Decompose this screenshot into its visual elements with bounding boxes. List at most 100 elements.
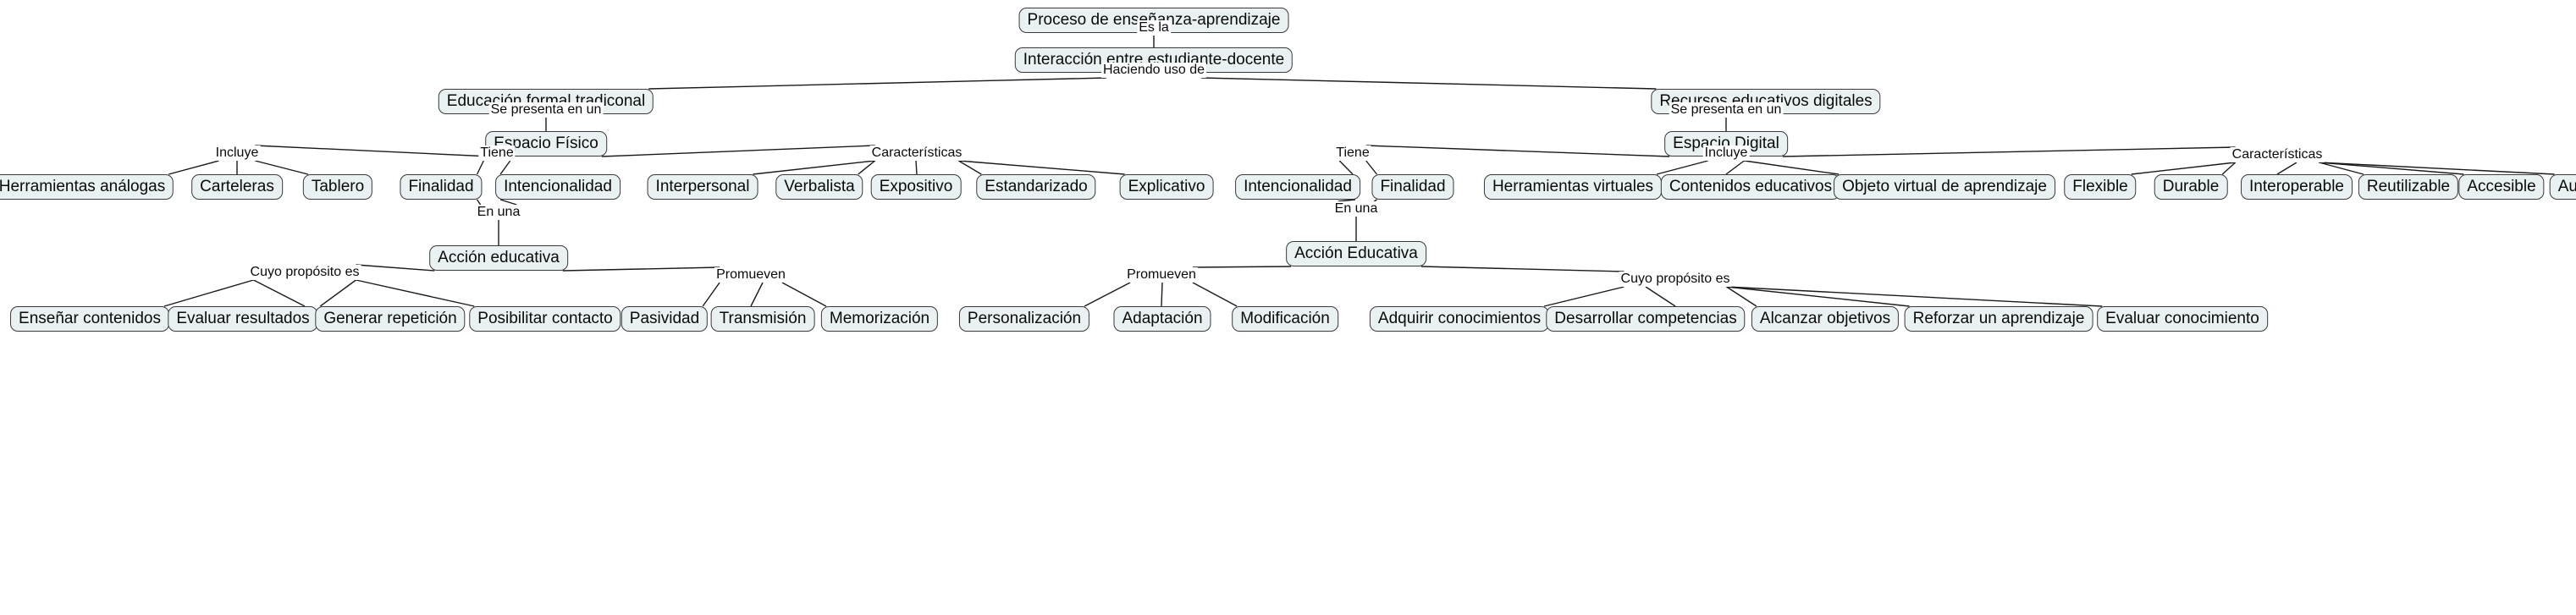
concept-edge: [601, 145, 875, 157]
concept-node-modificacion[interactable]: Modificación: [1232, 306, 1338, 332]
concept-edge: [168, 160, 219, 175]
concept-edge: [915, 160, 918, 175]
concept-edge: [562, 266, 720, 272]
edge-label-cuyo-proposito-es: Cuyo propósito es: [1619, 272, 1732, 287]
concept-node-carteleras[interactable]: Carteleras: [191, 174, 283, 200]
concept-edge: [2131, 162, 2236, 175]
concept-node-memorizacion[interactable]: Memorización: [820, 306, 939, 332]
concept-edge: [319, 279, 356, 307]
concept-node-intencionalidad[interactable]: Intencionalidad: [1235, 174, 1360, 200]
edge-label-caracteristicas: Características: [2230, 147, 2325, 162]
concept-edge: [1338, 199, 1355, 202]
concept-node-ensenar-contenidos[interactable]: Enseñar contenidos: [10, 306, 169, 332]
concept-node-intencionalidad[interactable]: Intencionalidad: [495, 174, 621, 200]
concept-node-durable[interactable]: Durable: [2154, 174, 2228, 200]
concept-edge: [958, 160, 1125, 175]
concept-node-desarrollar-competencias[interactable]: Desarrollar competencias: [1546, 306, 1746, 332]
edge-label-es-la: Es la: [1137, 20, 1171, 36]
concept-node-evaluar-conocimiento[interactable]: Evaluar conocimiento: [2097, 306, 2268, 332]
concept-edge: [781, 282, 827, 307]
concept-edge: [1782, 146, 2236, 157]
concept-node-accion-educativa[interactable]: Acción Educativa: [1286, 241, 1426, 266]
concept-edge: [1084, 282, 1131, 307]
concept-edge: [1192, 266, 1292, 268]
concept-node-adquirir-conocimientos[interactable]: Adquirir conocimientos: [1369, 306, 1550, 332]
concept-edge: [753, 160, 875, 175]
concept-edge: [1192, 282, 1238, 307]
concept-edge: [1726, 286, 2103, 307]
concept-node-accesible[interactable]: Accesible: [2458, 174, 2545, 200]
edge-label-caracteristicas: Características: [869, 146, 964, 161]
concept-edge: [499, 199, 517, 206]
concept-node-herramientas-virtuales[interactable]: Herramientas virtuales: [1483, 174, 1663, 200]
concept-edge: [499, 160, 511, 175]
concept-node-objeto-virtual-de-aprendizaje[interactable]: Objeto virtual de aprendizaje: [1834, 174, 2055, 200]
edge-label-en-una: En una: [475, 205, 522, 220]
concept-edge: [1365, 160, 1377, 175]
concept-node-verbalista[interactable]: Verbalista: [775, 174, 863, 200]
concept-edge: [1726, 286, 1757, 307]
concept-edge: [648, 77, 1106, 90]
concept-edge: [253, 279, 306, 307]
concept-node-estandarizado[interactable]: Estandarizado: [976, 174, 1096, 200]
concept-node-personalizacion[interactable]: Personalización: [958, 306, 1090, 332]
concept-edge: [2276, 162, 2297, 175]
concept-edge: [1365, 145, 1670, 157]
concept-node-contenidos-educativos[interactable]: Contenidos educativos: [1660, 174, 1841, 200]
concept-edge: [1744, 160, 1840, 175]
concept-node-pasividad[interactable]: Pasividad: [621, 306, 709, 332]
concept-edge: [750, 282, 764, 307]
concept-node-flexible[interactable]: Flexible: [2064, 174, 2137, 200]
edge-label-cuyo-proposito-es: Cuyo propósito es: [248, 265, 361, 280]
concept-edge: [476, 160, 484, 175]
edge-label-tiene: Tiene: [478, 146, 516, 161]
concept-node-interoperable[interactable]: Interoperable: [2241, 174, 2353, 200]
concept-node-adaptacion[interactable]: Adaptación: [1113, 306, 1211, 332]
concept-edge: [1420, 266, 1624, 272]
concept-edge: [255, 145, 491, 157]
concept-node-transmision[interactable]: Transmisión: [710, 306, 815, 332]
edge-label-en-una: En una: [1332, 201, 1380, 217]
concept-edge: [858, 160, 876, 175]
edge-label-incluye: Incluye: [213, 146, 261, 161]
edge-label-haciendo-uso-de: Haciendo uso de: [1100, 63, 1207, 78]
concept-edge: [356, 279, 475, 307]
edge-label-se-presenta-en-un: Se presenta en un: [488, 102, 604, 118]
concept-edge: [957, 160, 982, 175]
edge-label-incluye: Incluye: [1702, 146, 1750, 161]
concept-edge: [1543, 286, 1624, 307]
concept-node-finalidad[interactable]: Finalidad: [1371, 174, 1454, 200]
concept-node-accion-educativa[interactable]: Acción educativa: [429, 245, 568, 271]
concept-edge: [1161, 282, 1163, 307]
concept-edge: [1373, 199, 1377, 202]
concept-node-posibilitar-contacto[interactable]: Posibilitar contacto: [469, 306, 621, 332]
concept-edge: [702, 282, 720, 307]
concept-node-alcanzar-objetivos[interactable]: Alcanzar objetivos: [1751, 306, 1900, 332]
concept-node-finalidad[interactable]: Finalidad: [400, 174, 483, 200]
concept-edge: [1726, 286, 1910, 307]
concept-edge: [255, 160, 309, 175]
concept-edge: [2319, 162, 2555, 175]
concept-node-tablero[interactable]: Tablero: [302, 174, 373, 200]
edge-label-promueven: Promueven: [714, 267, 787, 283]
concept-node-explicativo[interactable]: Explicativo: [1119, 174, 1214, 200]
concept-node-autonomo[interactable]: Autónomo: [2549, 174, 2576, 200]
concept-edge: [163, 279, 254, 307]
concept-node-interpersonal[interactable]: Interpersonal: [647, 174, 758, 200]
concept-node-herramientas-analogas[interactable]: Herramientas análogas: [0, 174, 174, 200]
edge-label-promueven: Promueven: [1125, 267, 1198, 283]
concept-edge: [1645, 286, 1676, 307]
concept-edge: [356, 264, 435, 272]
concept-edge: [1656, 160, 1708, 175]
concept-node-evaluar-resultados[interactable]: Evaluar resultados: [168, 306, 318, 332]
concept-node-generar-repeticion[interactable]: Generar repetición: [315, 306, 466, 332]
concept-node-reutilizable[interactable]: Reutilizable: [2358, 174, 2459, 200]
concept-edge: [2221, 162, 2237, 175]
edge-label-tiene: Tiene: [1334, 146, 1371, 161]
concept-node-expositivo[interactable]: Expositivo: [870, 174, 962, 200]
concept-edge: [1725, 160, 1745, 175]
concept-edge: [2319, 162, 2464, 175]
concept-node-reforzar-un-aprendizaje[interactable]: Reforzar un aprendizaje: [1904, 306, 2093, 332]
